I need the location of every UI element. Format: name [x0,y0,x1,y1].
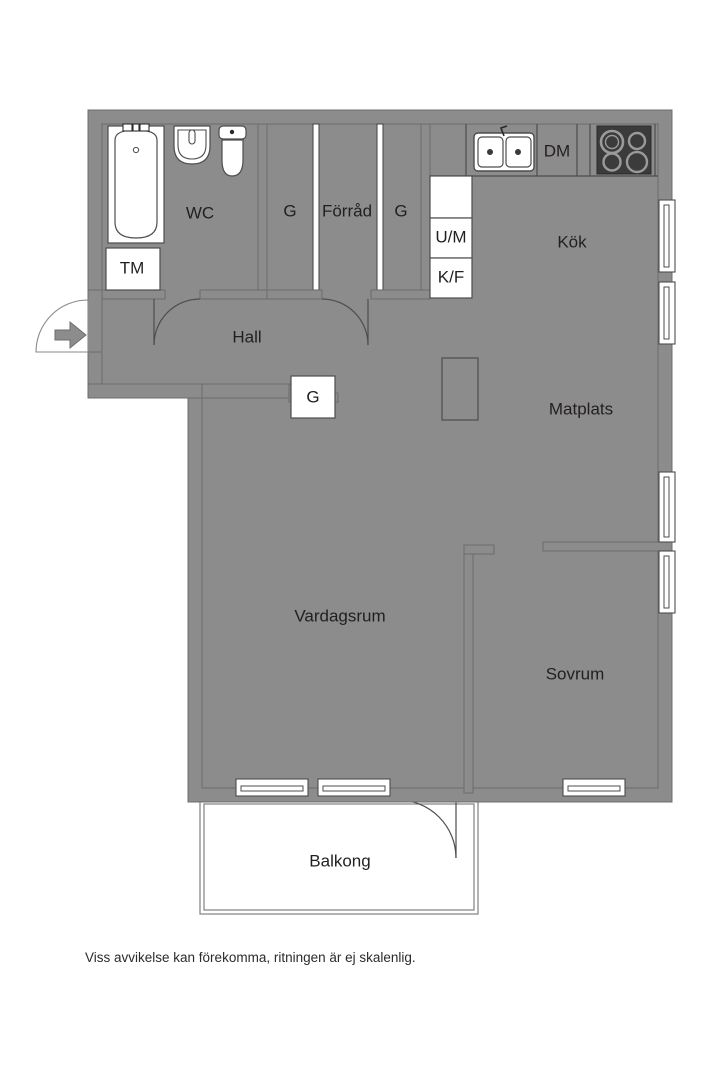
room-label-kf: K/F [438,267,464,286]
door-wc [153,298,201,346]
pillar [441,357,479,421]
room-label-sovrum: Sovrum [546,664,605,683]
bathtub-icon [107,123,165,244]
balcony-outline [199,799,479,915]
window-right-2 [658,281,676,345]
room-label-hall: Hall [232,327,261,346]
room-label-um: U/M [435,227,466,246]
room-label-g1: G [283,201,296,220]
tm-box [105,247,161,291]
window-balcony-2 [317,778,391,797]
room-label-matplats: Matplats [549,399,613,418]
room-label-forrad: Förråd [322,201,372,220]
window-right-3 [658,471,676,543]
window-bedroom [562,778,626,797]
room-label-dm: DM [544,141,570,160]
window-right-4 [658,550,676,614]
entrance-door [35,299,89,353]
room-label-balkong: Balkong [309,851,370,870]
kitchen-sink-icon [473,125,535,172]
room-label-tm: TM [120,258,145,277]
walls [87,109,673,803]
washbasin-icon [173,125,211,165]
window-balcony-1 [235,778,309,797]
toilet-icon [218,125,247,177]
door-forrad [321,298,369,346]
room-label-wc: WC [186,203,214,222]
room-label-vardagsrum: Vardagsrum [294,606,385,625]
kitchen-counters [429,124,658,299]
closet-g3-box [290,375,336,419]
room-label-kok: Kök [557,232,587,251]
entrance-arrow-icon [54,320,87,350]
room-label-g2: G [394,201,407,220]
stove-icon [596,125,652,175]
room-label-g3: G [306,387,319,406]
disclaimer-caption: Viss avvikelse kan förekomma, ritningen … [85,950,416,965]
window-right-1 [658,199,676,273]
